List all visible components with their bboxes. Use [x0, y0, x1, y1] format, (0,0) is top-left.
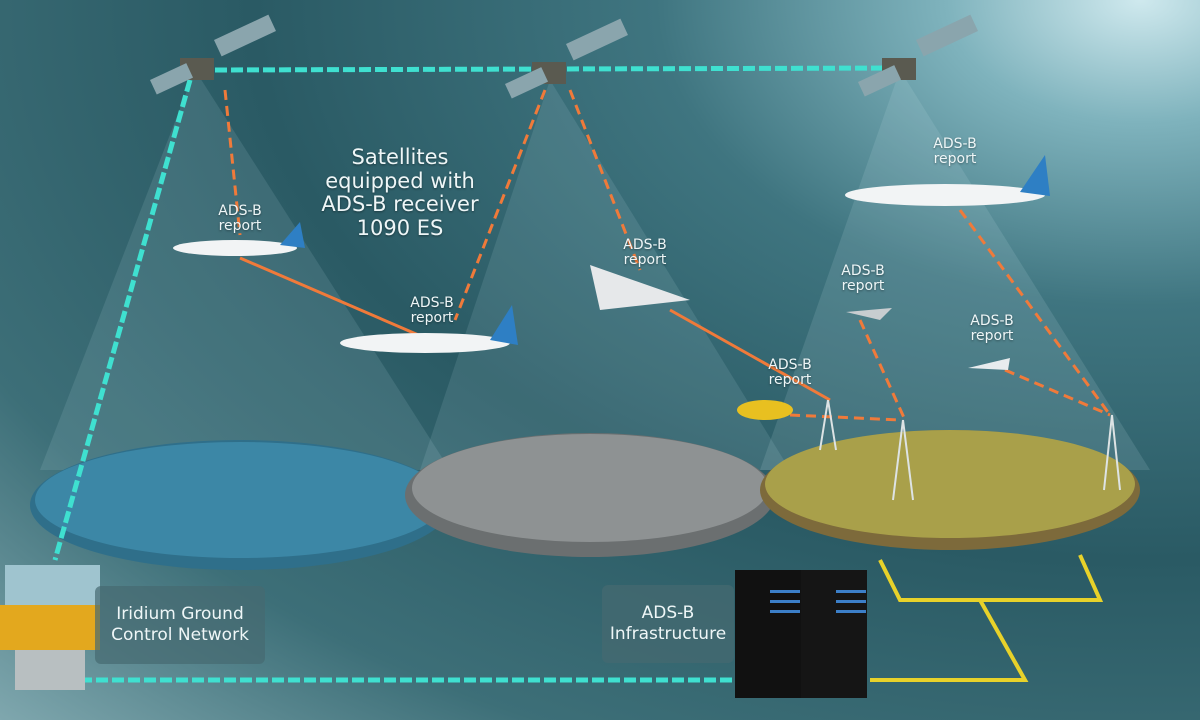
label-line: ADS-B — [641, 602, 695, 623]
report-links — [223, 89, 1112, 422]
airliner-icon — [173, 222, 305, 256]
airliner-icon — [845, 155, 1050, 206]
label-line: Control Network — [111, 625, 249, 645]
radio-tower-icon — [1103, 414, 1121, 491]
label-line: Iridium Ground — [116, 603, 244, 624]
server-icon — [735, 570, 867, 698]
coverage-beam-3 — [760, 70, 1150, 470]
helicopter-icon — [737, 400, 793, 420]
satellite-icon — [150, 14, 276, 95]
ground-link — [870, 554, 1104, 682]
satellite-icon — [504, 18, 628, 99]
control-tower-icon — [0, 565, 100, 690]
coverage-beam-1 — [40, 70, 450, 470]
business-jet-icon — [590, 265, 690, 310]
radio-tower-icon — [819, 399, 837, 451]
radio-tower-icon — [892, 419, 914, 501]
airliner-icon — [340, 305, 518, 353]
satellites-headline: Satellites equipped with ADS-B receiver … — [300, 145, 500, 240]
label-line: Infrastructure — [609, 624, 727, 644]
headline-line: 1090 ES — [356, 215, 444, 240]
headline-line: equipped with — [325, 168, 475, 193]
satellite-icon — [858, 14, 978, 97]
small-jet-icon — [846, 308, 892, 320]
headline-line: ADS-B receiver — [321, 192, 479, 217]
headline-line: Satellites — [351, 145, 449, 169]
small-plane-icon — [968, 358, 1010, 370]
